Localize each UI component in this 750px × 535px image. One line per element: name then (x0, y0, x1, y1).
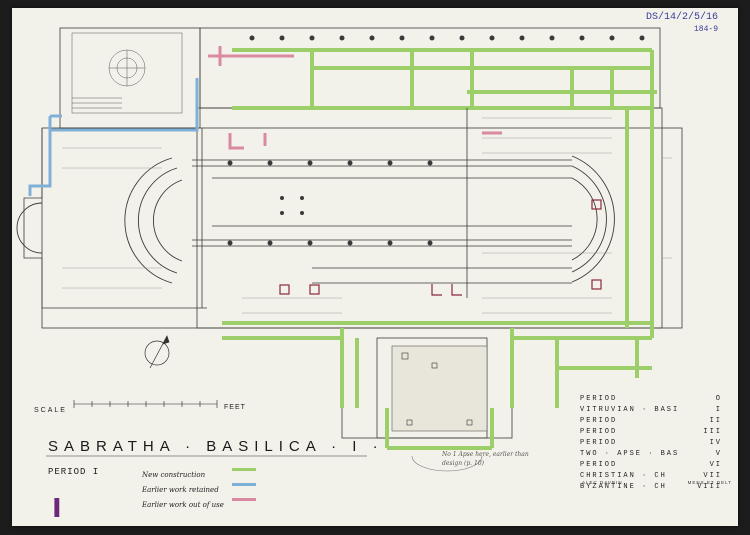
credit-author: ALEC DAVRIN (582, 480, 623, 485)
period-num: III (703, 428, 722, 436)
period-row: PERIOD II (580, 416, 722, 427)
column-bases (227, 35, 645, 246)
credits: ALEC DAVRIN MENS ET DELT (582, 480, 732, 485)
period-num: I (715, 406, 722, 414)
scale-bar (73, 400, 218, 408)
credit-delineator: MENS ET DELT (687, 480, 732, 485)
period-num: VI (709, 461, 722, 469)
legend-label: Earlier work out of use (142, 501, 224, 509)
period-num: O (715, 395, 722, 403)
period-name: CHRISTIAN · CH (580, 472, 667, 480)
period-row: PERIOD IV (580, 438, 722, 449)
scale-end-label: FEET (224, 404, 246, 411)
green-right-walls (222, 50, 654, 450)
legend: New construction Earlier work retained E… (142, 464, 272, 509)
legend-swatch-blue (232, 483, 256, 486)
compass (144, 335, 170, 369)
period-row: PERIOD VI (580, 460, 722, 471)
green-top-walls (232, 48, 657, 110)
period-name: PERIOD (580, 428, 618, 436)
reference-main: DS/14/2/5/16 (645, 12, 718, 23)
period-label: PERIOD I (48, 467, 100, 477)
period-name: BYZANTINE · CH (580, 483, 667, 491)
plan-outline (23, 27, 683, 439)
period-row: PERIOD O (580, 394, 722, 405)
stippled-court (391, 345, 488, 472)
period-name: PERIOD (580, 461, 618, 469)
period-numeral: I (52, 494, 62, 524)
period-list: PERIOD O VITRUVIAN · BASI I PERIOD II PERIO… (580, 394, 722, 493)
legend-item-out-of-use: Earlier work out of use (142, 494, 272, 509)
archive-reference: DS/14/2/5/16 184-9 (646, 12, 718, 36)
interior-texture (62, 117, 672, 314)
plan-title: SABRATHA · BASILICA · I · (48, 438, 384, 455)
period-name: PERIOD (580, 417, 618, 425)
corner-building (71, 32, 183, 114)
left-apse (16, 157, 183, 284)
period-num: II (709, 417, 722, 425)
colonnades (192, 108, 572, 308)
period-row: PERIOD III (580, 427, 722, 438)
period-num: VIII (697, 483, 722, 491)
period-num: VII (703, 472, 722, 480)
period-row: VITRUVIAN · BASI I (580, 405, 722, 416)
period-num: IV (709, 439, 722, 447)
plan-sheet: DS/14/2/5/16 184-9 SCALE FEET SABRATHA ·… (12, 8, 738, 526)
period-name: PERIOD (580, 439, 618, 447)
period-row: CHRISTIAN · CH VII (580, 471, 722, 482)
legend-swatch-green (232, 468, 256, 471)
period-name: TWO · APSE · BAS (580, 450, 680, 458)
legend-label: New construction (142, 471, 206, 479)
period-name: VITRUVIAN · BASI (580, 406, 680, 414)
period-num: V (715, 450, 722, 458)
marked-squares (279, 199, 602, 296)
legend-label: Earlier work retained (142, 486, 219, 494)
legend-item-new: New construction (142, 464, 272, 479)
right-apse (571, 155, 615, 283)
basilica-plan-drawing (16, 27, 683, 472)
reference-sub: 184-9 (693, 25, 718, 34)
period-name: PERIOD (580, 395, 618, 403)
handwritten-note: No 1 Apse here, earlier than design (p. … (442, 451, 529, 467)
scale-label: SCALE (34, 407, 67, 414)
legend-item-retained: Earlier work retained (142, 479, 272, 494)
pink-walls (208, 46, 502, 150)
blue-walls (28, 78, 199, 196)
legend-swatch-pink (232, 498, 256, 501)
period-row: TWO · APSE · BAS V (580, 449, 722, 460)
period-row: BYZANTINE · CH VIII (580, 482, 722, 493)
